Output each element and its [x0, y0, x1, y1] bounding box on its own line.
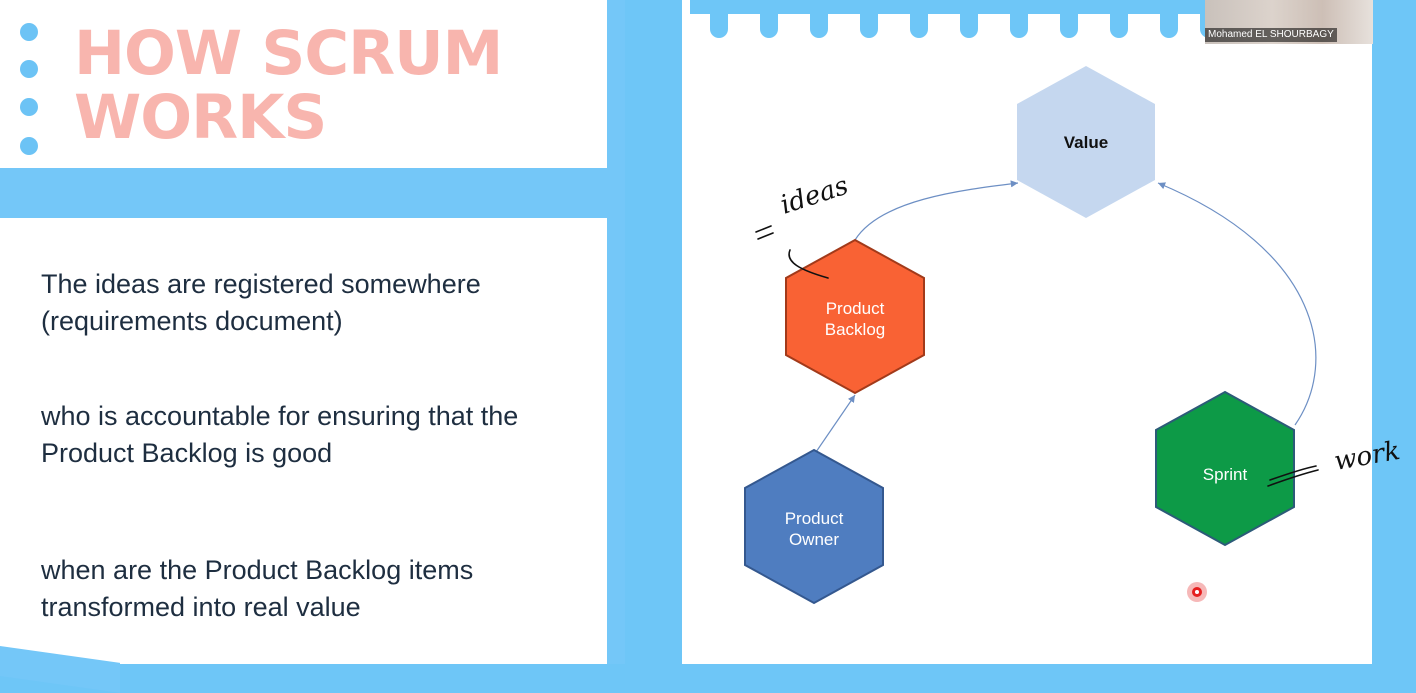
scrum-diagram: Value Product Backlog Product Owner Spri… — [744, 66, 1402, 605]
product-owner-label-1: Product — [785, 509, 844, 528]
connector-backlog-to-value — [854, 180, 1019, 241]
paragraph-accountable: who is accountable for ensuring that the… — [41, 401, 519, 468]
ideas-equals-mark — [755, 225, 774, 240]
value-node: Value — [1017, 66, 1155, 218]
ideas-pointer-line — [788, 249, 829, 279]
paragraph-value: when are the Product Backlog items trans… — [41, 555, 474, 622]
value-label: Value — [1064, 133, 1108, 152]
decor-dot — [20, 23, 38, 41]
connector-sprint-to-value — [1157, 182, 1317, 426]
webcam-thumbnail[interactable]: Mohamed EL SHOURBAGY — [1205, 0, 1373, 44]
decor-dot — [20, 60, 38, 78]
ideas-handwriting: ideas — [777, 171, 852, 221]
product-owner-node: Product Owner — [744, 448, 884, 605]
connector-owner-to-backlog — [815, 394, 856, 453]
decor-dot — [20, 98, 38, 116]
product-owner-label-2: Owner — [789, 530, 839, 549]
work-handwriting: work — [1332, 436, 1402, 477]
participant-name: Mohamed EL SHOURBAGY — [1205, 28, 1337, 42]
product-backlog-label-2: Backlog — [825, 320, 885, 339]
title-line-2: WORKS — [74, 82, 327, 153]
sprint-label: Sprint — [1203, 465, 1248, 484]
work-equals-mark — [1267, 465, 1319, 487]
title-line-1: HOW SCRUM — [74, 18, 503, 89]
title-card: HOW SCRUM WORKS — [0, 0, 607, 168]
decor-dot — [20, 137, 38, 155]
paragraph-ideas: The ideas are registered somewhere (requ… — [41, 269, 481, 336]
laser-pointer-icon — [1187, 582, 1207, 602]
product-backlog-node: Product Backlog — [785, 238, 925, 395]
content-card: The ideas are registered somewhere (requ… — [0, 218, 607, 664]
product-backlog-label-1: Product — [826, 299, 885, 318]
sprint-node: Sprint — [1155, 390, 1295, 547]
slide-title: HOW SCRUM WORKS — [74, 18, 503, 153]
scallop-border — [690, 0, 1290, 38]
